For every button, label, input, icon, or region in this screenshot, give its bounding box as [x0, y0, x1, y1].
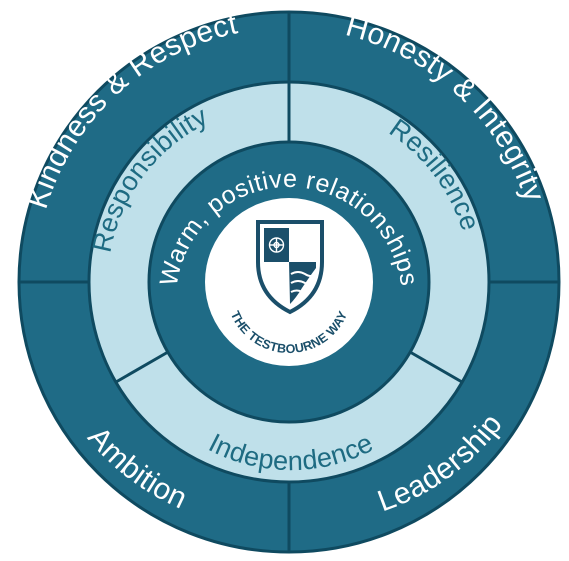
middle-divider-bottom-right	[409, 350, 463, 384]
middle-divider-bottom-left	[115, 350, 169, 384]
shield-crest-icon	[256, 220, 324, 315]
